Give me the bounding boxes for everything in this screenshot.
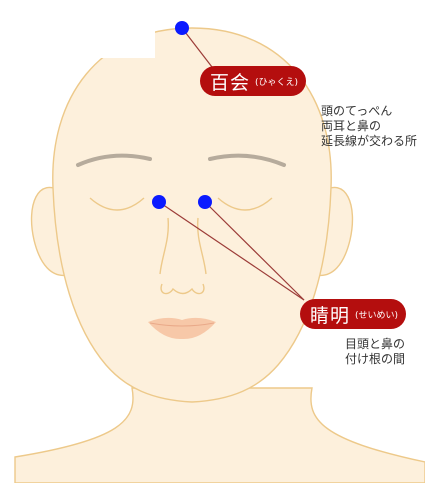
seimei-name: 睛明 [310,301,350,328]
hyakue-point-icon[interactable] [175,21,189,35]
neck-shoulders [15,388,425,483]
seimei-right-point-icon[interactable] [198,195,212,209]
hyakue-reading: (ひゃくえ) [255,75,298,88]
hyakue-description: 頭のてっぺん 両耳と鼻の 延長線が交わる所 [321,104,417,149]
seimei-left-point-icon[interactable] [152,195,166,209]
hyakue-label[interactable]: 百会 (ひゃくえ) [200,66,306,96]
seimei-reading: (せいめい) [355,308,398,321]
seimei-label[interactable]: 睛明 (せいめい) [300,299,406,329]
seimei-description: 目頭と鼻の 付け根の間 [345,337,405,367]
cover-patch [85,0,155,58]
hyakue-name: 百会 [210,68,250,95]
